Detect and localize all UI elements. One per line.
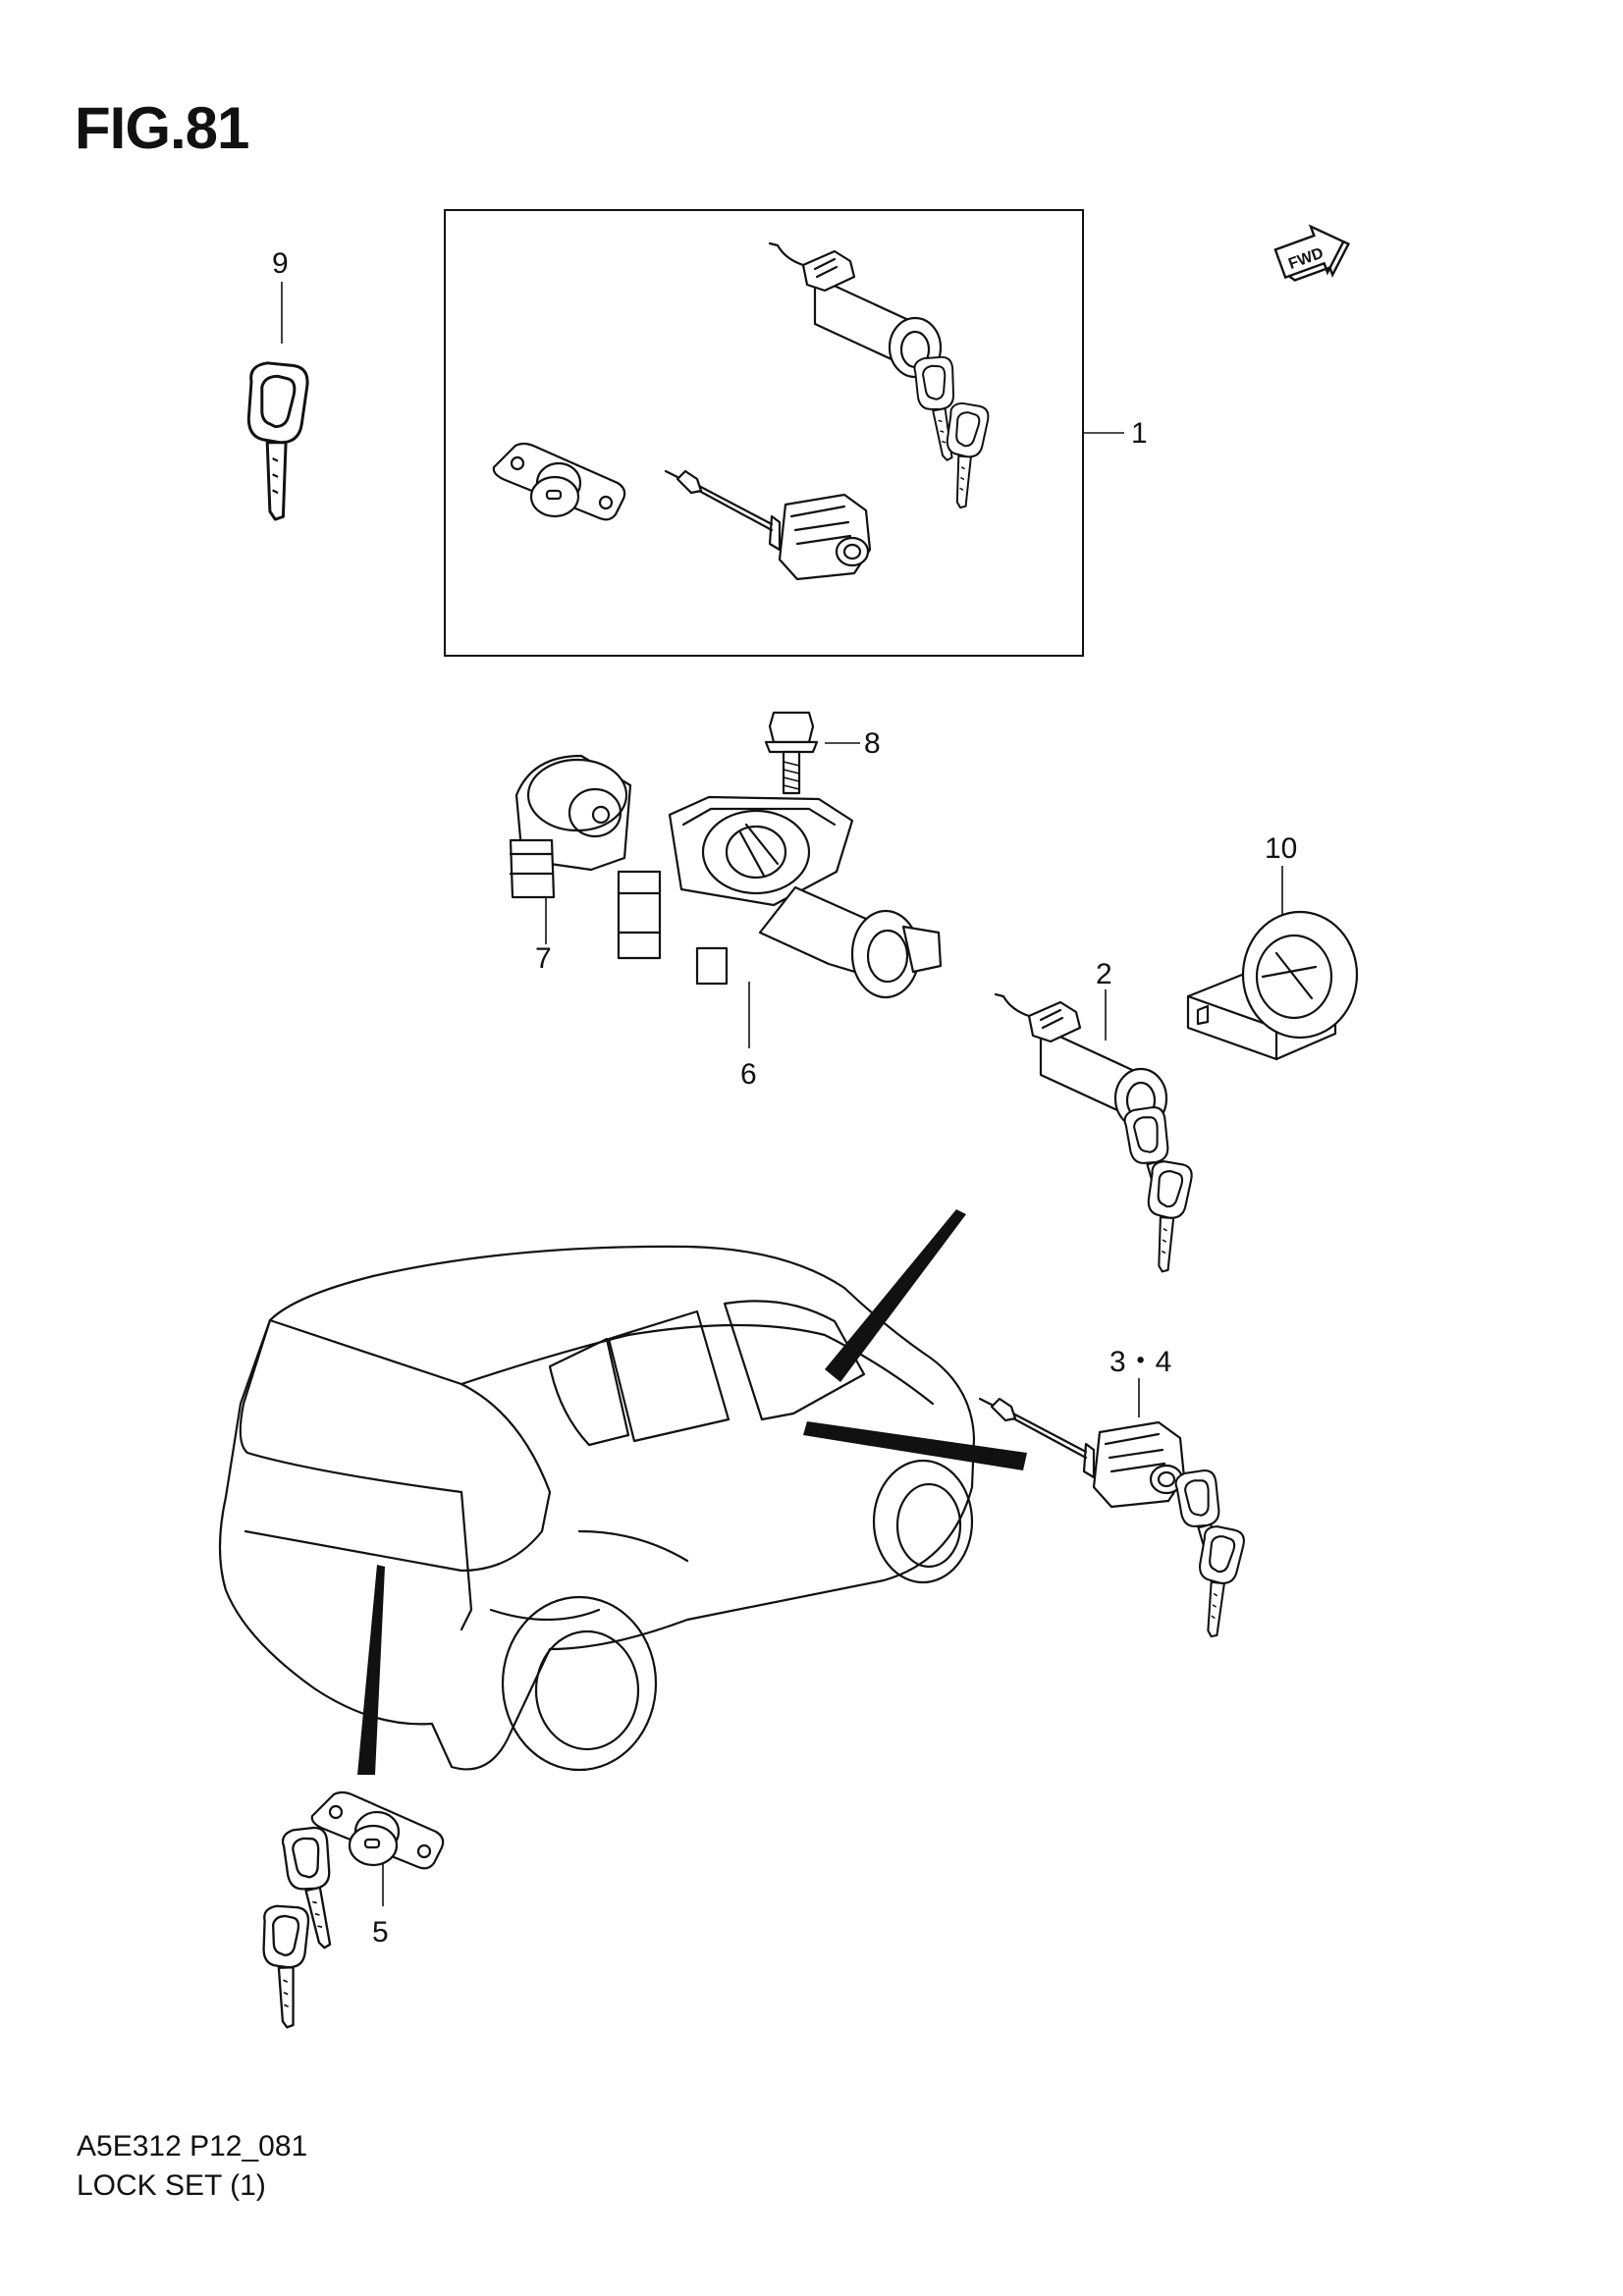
callout-1: 1: [1131, 417, 1148, 450]
kit-door-lock: [664, 469, 872, 581]
pointer-rear-door: [803, 1421, 1027, 1470]
immobilizer-antenna: [1186, 910, 1359, 1061]
callout-10: 10: [1265, 832, 1297, 865]
vehicle-outline: [218, 1245, 976, 1772]
steering-lock: [617, 795, 943, 999]
kit-frame: [444, 209, 1084, 657]
callout-8: 8: [864, 727, 881, 760]
callout-5: 5: [372, 1916, 389, 1949]
callout-7: 7: [535, 942, 552, 975]
fwd-arrow-icon: FWD: [1273, 224, 1351, 282]
pointer-tailgate: [357, 1565, 385, 1775]
figure-title: FIG.81: [75, 95, 249, 161]
kit-ignition-cylinder: [768, 241, 991, 510]
figure-name: LOCK SET (1): [77, 2169, 266, 2202]
door-key-cylinder: [978, 1397, 1247, 1640]
bolt: [764, 711, 819, 795]
callout-3-4: 3・4: [1109, 1346, 1171, 1378]
spare-key: [246, 361, 309, 521]
pointer-front-door: [825, 1209, 966, 1382]
callout-9: 9: [272, 247, 289, 280]
callout-2: 2: [1096, 958, 1112, 990]
kit-tailgate-cylinder: [492, 442, 626, 521]
ignition-switch: [509, 754, 632, 899]
figure-code: A5E312 P12_081: [77, 2130, 308, 2163]
tailgate-key-cylinder: [260, 1790, 445, 2030]
callout-6: 6: [740, 1058, 757, 1091]
ignition-key-cylinder: [994, 992, 1194, 1275]
